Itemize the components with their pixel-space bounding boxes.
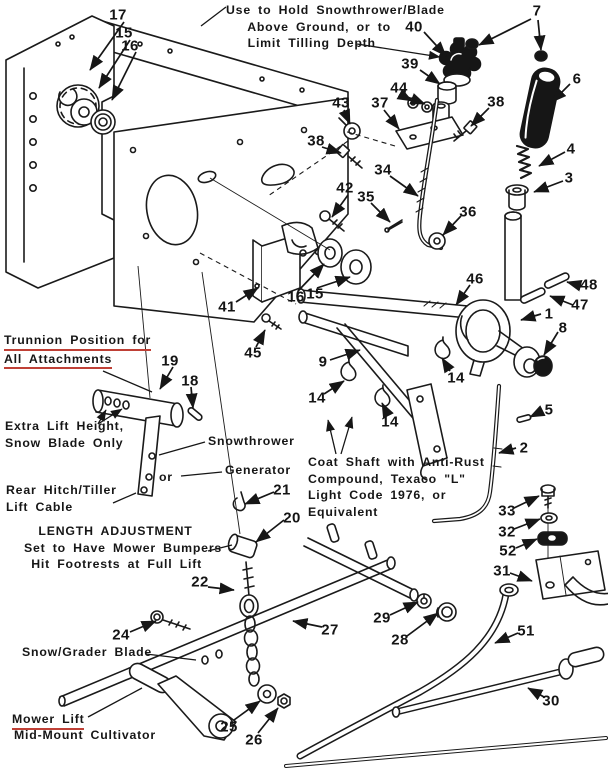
part-number-label: 27: [321, 621, 339, 639]
part-number-label: 52: [499, 542, 517, 560]
part-number-label: 14: [308, 389, 326, 407]
extra-lift-note: Extra Lift Height, Snow Blade Only: [5, 418, 124, 451]
annotation-line: All Attachments: [4, 351, 113, 369]
part-number-label: 18: [181, 372, 199, 390]
part-number-label: 36: [459, 203, 477, 221]
part-number-label: 25: [220, 718, 238, 736]
part-number-label: 37: [371, 94, 389, 112]
trunnion-arm-group: [92, 389, 203, 497]
length-adjustment-note: LENGTH ADJUSTMENT Set to Have Mower Bumpe…: [24, 523, 222, 573]
part-number-label: 15: [115, 24, 133, 42]
lift-arm-group: [58, 523, 457, 741]
part-number-label: 30: [542, 692, 560, 710]
part-number-label: 41: [218, 298, 236, 316]
use-to-hold-note: Use to Hold Snowthrower/Blade Above Grou…: [226, 2, 445, 52]
annotation-line: Snow Blade Only: [5, 435, 124, 450]
annotation-line: Limit Tilling Depth: [226, 36, 376, 50]
part-number-label: 43: [332, 94, 350, 112]
part-number-label: 4: [566, 140, 576, 158]
annotation-line: Extra Lift Height,: [5, 419, 124, 433]
part-number-label: 47: [571, 296, 589, 314]
part-number-label: 48: [580, 276, 598, 294]
part-number-label: 16: [287, 288, 305, 306]
annotation-line: Light Code 1976, or: [308, 488, 447, 502]
mid-mount-cultivator-label: Mid-Mount Cultivator: [14, 727, 156, 744]
leader-lines: [89, 18, 583, 734]
annotation-line: Rear Hitch/Tiller: [6, 483, 117, 497]
part-number-label: 46: [466, 270, 484, 288]
part-number-label: 21: [273, 481, 291, 499]
part-number-label: 14: [447, 369, 465, 387]
generator-option-label: Generator: [225, 462, 291, 479]
annotation-line: LENGTH ADJUSTMENT: [24, 524, 193, 538]
part-number-label: 6: [572, 70, 582, 88]
depth-adjuster-group: [319, 37, 482, 251]
part-number-label: 15: [306, 285, 324, 303]
annotation-leaders: [87, 6, 441, 718]
part-number-label: 28: [391, 631, 409, 649]
snowthrower-option-label: Snowthrower: [208, 433, 295, 450]
part-number-label: 33: [498, 502, 516, 520]
part-number-label: 2: [519, 439, 529, 457]
part-number-label: 51: [517, 622, 535, 640]
part-number-label: 14: [381, 413, 399, 431]
annotation-line: Equivalent: [308, 504, 379, 519]
annotation-line: Snow/Grader Blade: [22, 645, 153, 659]
annotation-line: Generator: [225, 463, 291, 477]
clevis-chain-group: [227, 491, 291, 709]
annotation-line: Mower Lift: [12, 711, 85, 730]
annotation-line: Compound, Texaco "L": [308, 471, 466, 486]
part-number-label: 19: [161, 352, 179, 370]
part-number-label: 38: [487, 93, 505, 111]
bracket-washer-group: [252, 221, 372, 330]
part-number-label: 1: [544, 305, 554, 323]
trunnion-knob-stack: [56, 84, 116, 135]
part-number-label: 35: [357, 188, 375, 206]
annotation-line: or: [159, 470, 173, 484]
part-number-label: 24: [112, 626, 130, 644]
part-number-label: 34: [374, 161, 392, 179]
annotation-line: Lift Cable: [6, 499, 74, 514]
rear-linkage-group: [284, 484, 608, 768]
lift-lever-group: [296, 272, 570, 524]
part-number-label: 9: [318, 353, 328, 371]
part-number-label: 3: [564, 169, 574, 187]
annotation-line: Trunnion Position for: [4, 332, 152, 351]
part-number-label: 26: [245, 731, 263, 749]
part-number-label: 32: [498, 523, 516, 541]
bolt-42: [319, 210, 345, 232]
part-number-label: 42: [336, 179, 354, 197]
part-number-label: 17: [109, 6, 127, 24]
part-number-label: 20: [283, 509, 301, 527]
part-number-label: 16: [121, 37, 139, 55]
mower-lift-label: Mower Lift: [12, 711, 85, 730]
part-number-label: 40: [405, 18, 423, 36]
alignment-lines: [137, 130, 396, 535]
part-number-label: 31: [493, 562, 511, 580]
part-number-label: 22: [191, 573, 209, 591]
annotation-line: Above Ground, or to: [226, 19, 391, 34]
annotation-line: Hit Footrests at Full Lift: [24, 557, 203, 571]
grip: [519, 67, 561, 149]
part-number-label: 8: [558, 319, 568, 337]
part-number-label: 44: [390, 79, 408, 97]
annotation-line: Set to Have Mower Bumpers: [24, 540, 223, 555]
part-number-label: 38: [307, 132, 325, 150]
or-label: or: [159, 469, 173, 486]
part-number-label: 39: [401, 55, 419, 73]
annotation-line: Use to Hold Snowthrower/Blade: [226, 3, 445, 17]
part-number-label: 7: [532, 2, 542, 20]
annotation-line: Coat Shaft with Anti-Rust: [308, 455, 485, 469]
handle-group: [504, 50, 561, 301]
part-number-label: 45: [244, 344, 262, 362]
part-number-label: 29: [373, 609, 391, 627]
part-number-label: 5: [544, 401, 554, 419]
snow-grader-blade-label: Snow/Grader Blade: [22, 644, 152, 661]
annotation-line: Snowthrower: [208, 434, 295, 448]
annotation-line: Mid-Mount Cultivator: [14, 728, 156, 742]
